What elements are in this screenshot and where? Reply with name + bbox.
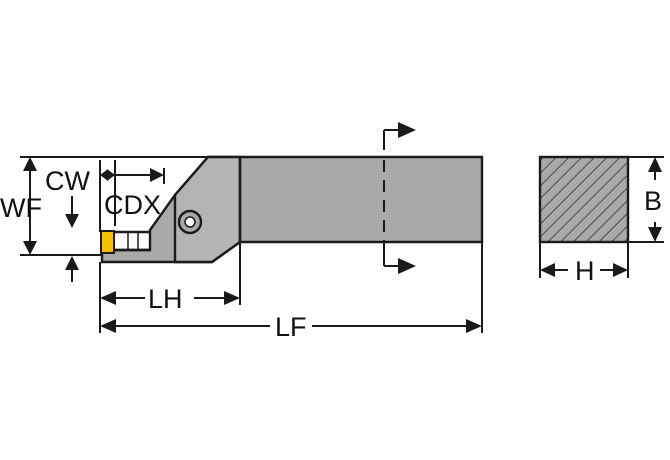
label-lh: LH [148,284,183,314]
wf-dimension: WF [0,156,208,282]
label-wf: WF [0,193,42,223]
cross-section-view [538,155,630,244]
label-b: B [644,186,662,216]
label-h: H [575,256,595,286]
insert-arrow-up [65,256,79,270]
insert-arrow-down [65,214,79,228]
lf-dimension: LF [100,242,483,342]
section-hatched-square [538,155,630,244]
section-cut-indicator [383,122,416,274]
lh-dimension: LH [99,242,241,333]
label-cdx: CDX [104,190,161,220]
cw-dimension: CW [45,160,116,232]
section-arrow-bottom [398,258,416,274]
section-arrow-top [398,122,416,138]
label-cw: CW [45,166,90,196]
label-lf: LF [275,312,307,342]
clamp-plate [173,155,242,264]
cdx-dimension: CDX [104,168,165,220]
cutting-insert [100,230,115,254]
b-dimension: B [628,156,664,243]
holder-side-view [100,155,484,264]
h-dimension: H [539,242,629,286]
clamp-screw-hole [184,216,196,228]
